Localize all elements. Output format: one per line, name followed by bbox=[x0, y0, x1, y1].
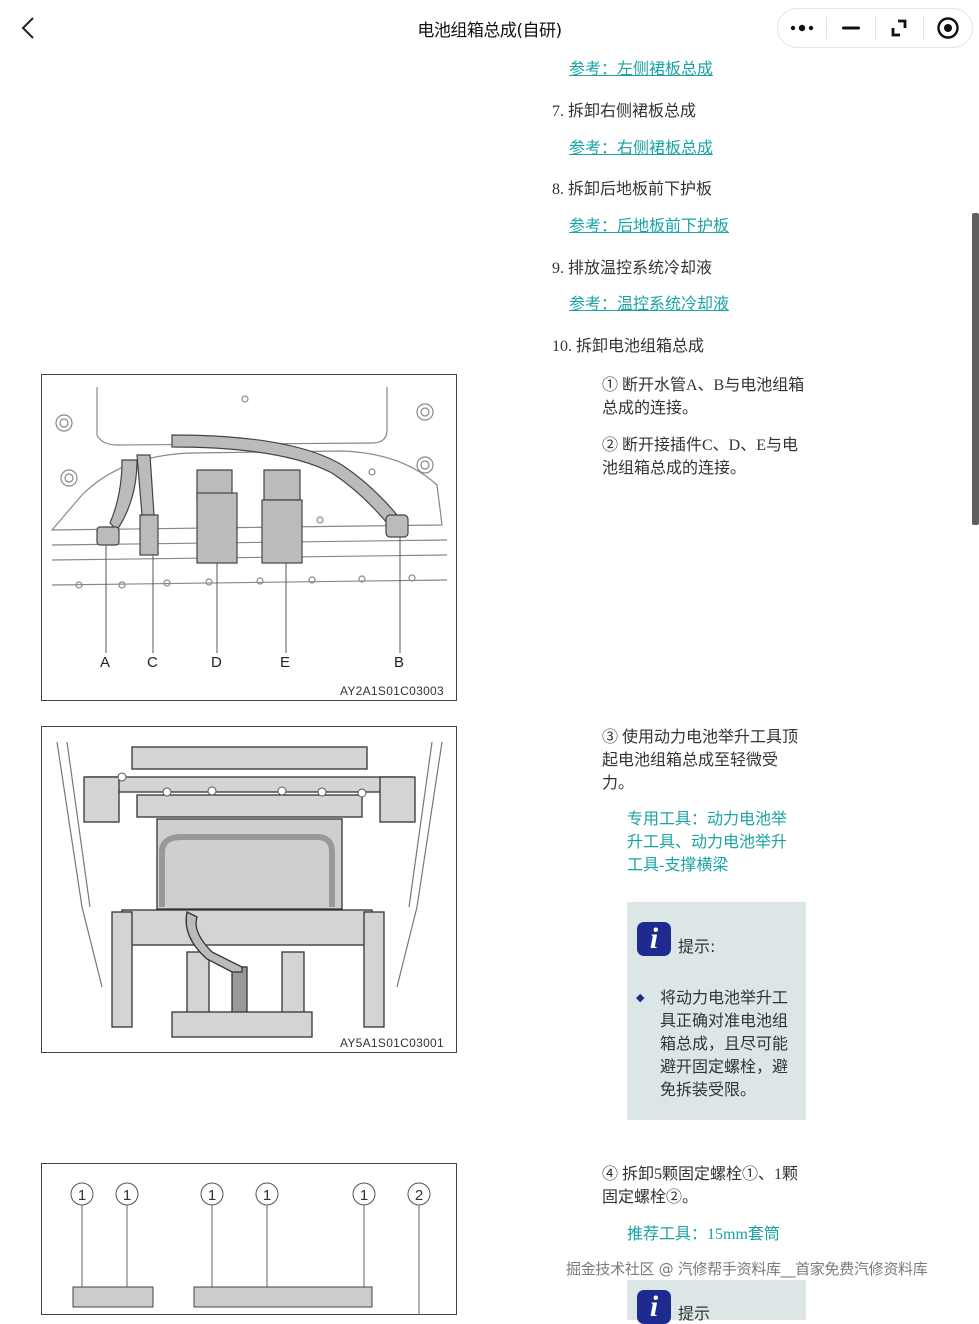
more-dots-icon bbox=[790, 24, 814, 32]
chevron-left-icon bbox=[21, 17, 34, 39]
switch-window-icon bbox=[891, 19, 907, 37]
watermark: 掘金技术社区 @ 汽修帮手资料库__首家免费汽修资料库 bbox=[566, 1260, 928, 1278]
minimize-button[interactable] bbox=[827, 9, 875, 47]
capsule-divider bbox=[874, 17, 876, 39]
back-button[interactable] bbox=[14, 12, 44, 44]
scrollbar[interactable] bbox=[972, 213, 979, 525]
bolt-location-diagram: 1 1 1 1 1 2 bbox=[70, 1182, 431, 1314]
step-10: 10. 拆卸电池组箱总成 bbox=[552, 338, 705, 355]
special-tool-note: 专用工具：动力电池举升工具、动力电池举升工具-支撑横梁 bbox=[627, 811, 788, 874]
close-button[interactable] bbox=[924, 9, 972, 47]
callout-bolt-2: 2 bbox=[415, 1187, 423, 1204]
info-icon: i bbox=[637, 1290, 671, 1324]
callout-bolt-1: 1 bbox=[123, 1187, 131, 1204]
substep-4: ④ 拆卸5颗固定螺栓①、1颗固定螺栓②。 bbox=[602, 1166, 799, 1206]
battery-connector-diagram bbox=[50, 387, 448, 653]
tip-label: 提示 bbox=[678, 1304, 711, 1323]
diamond-bullet-icon: ◆ bbox=[636, 992, 645, 1004]
figure-code: AY2A1S01C03003 bbox=[339, 684, 444, 698]
battery-lift-diagram bbox=[56, 741, 443, 1038]
page-title: 电池组箱总成(自研) bbox=[417, 21, 562, 41]
substep-3: ③ 使用动力电池举升工具顶起电池组箱总成至轻微受力。 bbox=[602, 729, 799, 792]
capsule-divider bbox=[923, 17, 925, 39]
substep-2: ② 断开接插件C、D、E与电池组箱总成的连接。 bbox=[602, 437, 799, 477]
step-9: 9. 排放温控系统冷却液 bbox=[552, 260, 713, 277]
callout-d: D bbox=[211, 654, 222, 671]
callout-bolt-1: 1 bbox=[360, 1187, 368, 1204]
tip-label: 提示: bbox=[678, 937, 716, 956]
figure-code: AY5A1S01C03001 bbox=[339, 1036, 444, 1050]
tip-box: i 提示: ◆ 将动力电池举升工具正确对准电池组箱总成，且尽可能避开固定螺栓，避… bbox=[627, 902, 806, 1120]
tip-box-2: i 提示 bbox=[627, 1280, 806, 1324]
callout-a: A bbox=[100, 654, 111, 671]
switch-window-button[interactable] bbox=[876, 9, 924, 47]
ref-link-coolant[interactable]: 参考：温控系统冷却液 bbox=[569, 296, 730, 313]
step-8: 8. 拆卸后地板前下护板 bbox=[552, 181, 713, 198]
ref-link-right-skirt[interactable]: 参考：右侧裙板总成 bbox=[569, 140, 714, 157]
info-icon: i bbox=[637, 922, 671, 956]
recommended-tool-note: 推荐工具：15mm套筒 bbox=[627, 1226, 780, 1243]
callout-bolt-1: 1 bbox=[78, 1187, 86, 1204]
capsule-divider bbox=[825, 17, 827, 39]
callout-b: B bbox=[394, 654, 405, 671]
callout-bolt-1: 1 bbox=[208, 1187, 216, 1204]
callout-bolt-1: 1 bbox=[263, 1187, 271, 1204]
callout-c: C bbox=[147, 654, 158, 671]
more-button[interactable] bbox=[778, 9, 826, 47]
figure-bolts: 1 1 1 1 1 2 bbox=[41, 1163, 457, 1315]
step-7: 7. 拆卸右侧裙板总成 bbox=[552, 103, 697, 120]
figure-lift-tool: AY5A1S01C03001 bbox=[41, 726, 457, 1053]
mini-program-capsule bbox=[777, 8, 973, 48]
substep-1: ① 断开水管A、B与电池组箱总成的连接。 bbox=[602, 377, 805, 417]
ref-link-rear-floor-guard[interactable]: 参考：后地板前下护板 bbox=[569, 218, 730, 235]
target-close-icon bbox=[937, 17, 959, 39]
callout-e: E bbox=[280, 654, 291, 671]
tip-text: 将动力电池举升工具正确对准电池组箱总成，且尽可能避开固定螺栓，避免拆装受限。 bbox=[660, 988, 789, 1099]
minimize-icon bbox=[841, 26, 860, 30]
ref-link-left-skirt[interactable]: 参考：左侧裙板总成 bbox=[569, 61, 714, 78]
top-bar: 电池组箱总成(自研) bbox=[0, 0, 979, 56]
figure-connectors: A C D E B AY2A1S01C03003 bbox=[41, 374, 457, 701]
